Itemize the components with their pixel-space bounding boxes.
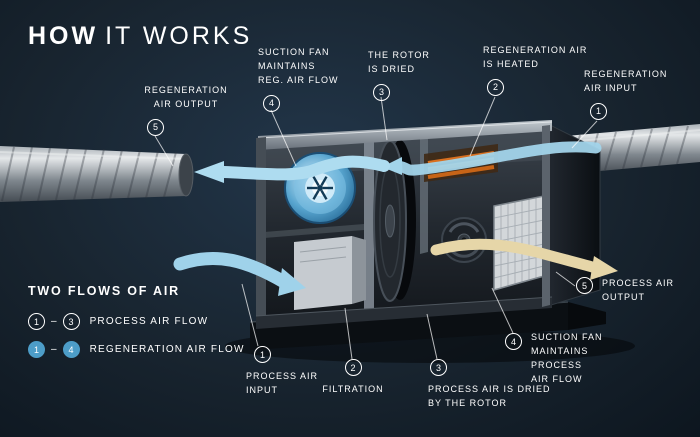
legend-number-badge: 3 bbox=[62, 313, 80, 330]
callout-number-badge: 3 bbox=[430, 359, 447, 376]
legend-row-process: 1 – 3 PROCESS AIR FLOW bbox=[28, 313, 245, 330]
callout-number-badge: 2 bbox=[344, 359, 362, 376]
callout-number-badge: 3 bbox=[373, 83, 390, 101]
title-light: IT WORKS bbox=[105, 22, 253, 50]
callout-label: REGENERATION AIR IS HEATED bbox=[483, 45, 588, 69]
rotor bbox=[373, 140, 416, 302]
callout-number-badge: 1 bbox=[590, 102, 607, 120]
callout-regeneration-air-output: REGENERATION AIR OUTPUT 5 bbox=[127, 84, 245, 136]
callout-number-badge: 5 bbox=[147, 118, 164, 136]
legend-label: PROCESS AIR FLOW bbox=[89, 316, 209, 327]
callout-regeneration-air-heated: REGENERATION AIR IS HEATED 2 bbox=[483, 44, 595, 96]
legend-label: REGENERATION AIR FLOW bbox=[89, 344, 245, 355]
callout-process-air-output: 5 PROCESS AIR OUTPUT bbox=[576, 277, 686, 305]
legend-row-regeneration: 1 – 4 REGENERATION AIR FLOW bbox=[28, 341, 245, 358]
regeneration-flow-arrow bbox=[194, 141, 602, 183]
callout-label: FILTRATION bbox=[322, 384, 384, 394]
filter-compartment bbox=[294, 236, 366, 310]
legend-number-badge: 1 bbox=[28, 341, 45, 358]
callout-label: PROCESS AIR IS DRIED BY THE ROTOR bbox=[428, 384, 551, 408]
callout-label: PROCESS AIR OUTPUT bbox=[602, 278, 675, 302]
legend-dash: – bbox=[51, 316, 57, 327]
legend-dash: – bbox=[51, 344, 57, 355]
callout-process-air-input: 1 PROCESS AIR INPUT bbox=[246, 346, 338, 398]
callout-process-air-dried: 3 PROCESS AIR IS DRIED BY THE ROTOR bbox=[428, 359, 556, 411]
title-bold: HOW bbox=[28, 22, 99, 50]
process-output-arrow bbox=[430, 238, 618, 280]
callout-number-badge: 5 bbox=[576, 277, 593, 294]
callout-number-badge: 4 bbox=[505, 333, 522, 350]
callout-label: REGENERATION AIR OUTPUT bbox=[144, 85, 228, 109]
legend-heading: TWO FLOWS OF AIR bbox=[28, 284, 180, 298]
callout-label: THE ROTOR IS DRIED bbox=[368, 50, 430, 74]
callout-suction-fan-reg: SUCTION FAN MAINTAINS REG. AIR FLOW 4 bbox=[258, 46, 366, 112]
callout-label: SUCTION FAN MAINTAINS PROCESS AIR FLOW bbox=[531, 332, 603, 384]
callout-rotor-dried: THE ROTOR IS DRIED 3 bbox=[368, 49, 456, 101]
callout-suction-fan-process: 4 SUCTION FAN MAINTAINS PROCESS AIR FLOW bbox=[505, 331, 631, 387]
callout-label: PROCESS AIR INPUT bbox=[246, 371, 319, 395]
callout-number-badge: 1 bbox=[254, 346, 271, 363]
leader-lines bbox=[154, 96, 598, 360]
legend: TWO FLOWS OF AIR 1 – 3 PROCESS AIR FLOW … bbox=[28, 284, 245, 369]
callout-number-badge: 4 bbox=[263, 94, 280, 112]
callout-regeneration-air-input: REGENERATION AIR INPUT 1 bbox=[584, 68, 684, 120]
left-duct bbox=[0, 146, 194, 202]
callout-number-badge: 2 bbox=[487, 78, 504, 96]
callout-label: SUCTION FAN MAINTAINS REG. AIR FLOW bbox=[258, 47, 339, 85]
process-input-arrow bbox=[173, 252, 306, 296]
callout-label: REGENERATION AIR INPUT bbox=[584, 69, 668, 93]
callout-filtration: 2 FILTRATION bbox=[320, 359, 386, 397]
legend-number-badge: 4 bbox=[62, 341, 80, 358]
legend-number-badge: 1 bbox=[28, 313, 45, 330]
